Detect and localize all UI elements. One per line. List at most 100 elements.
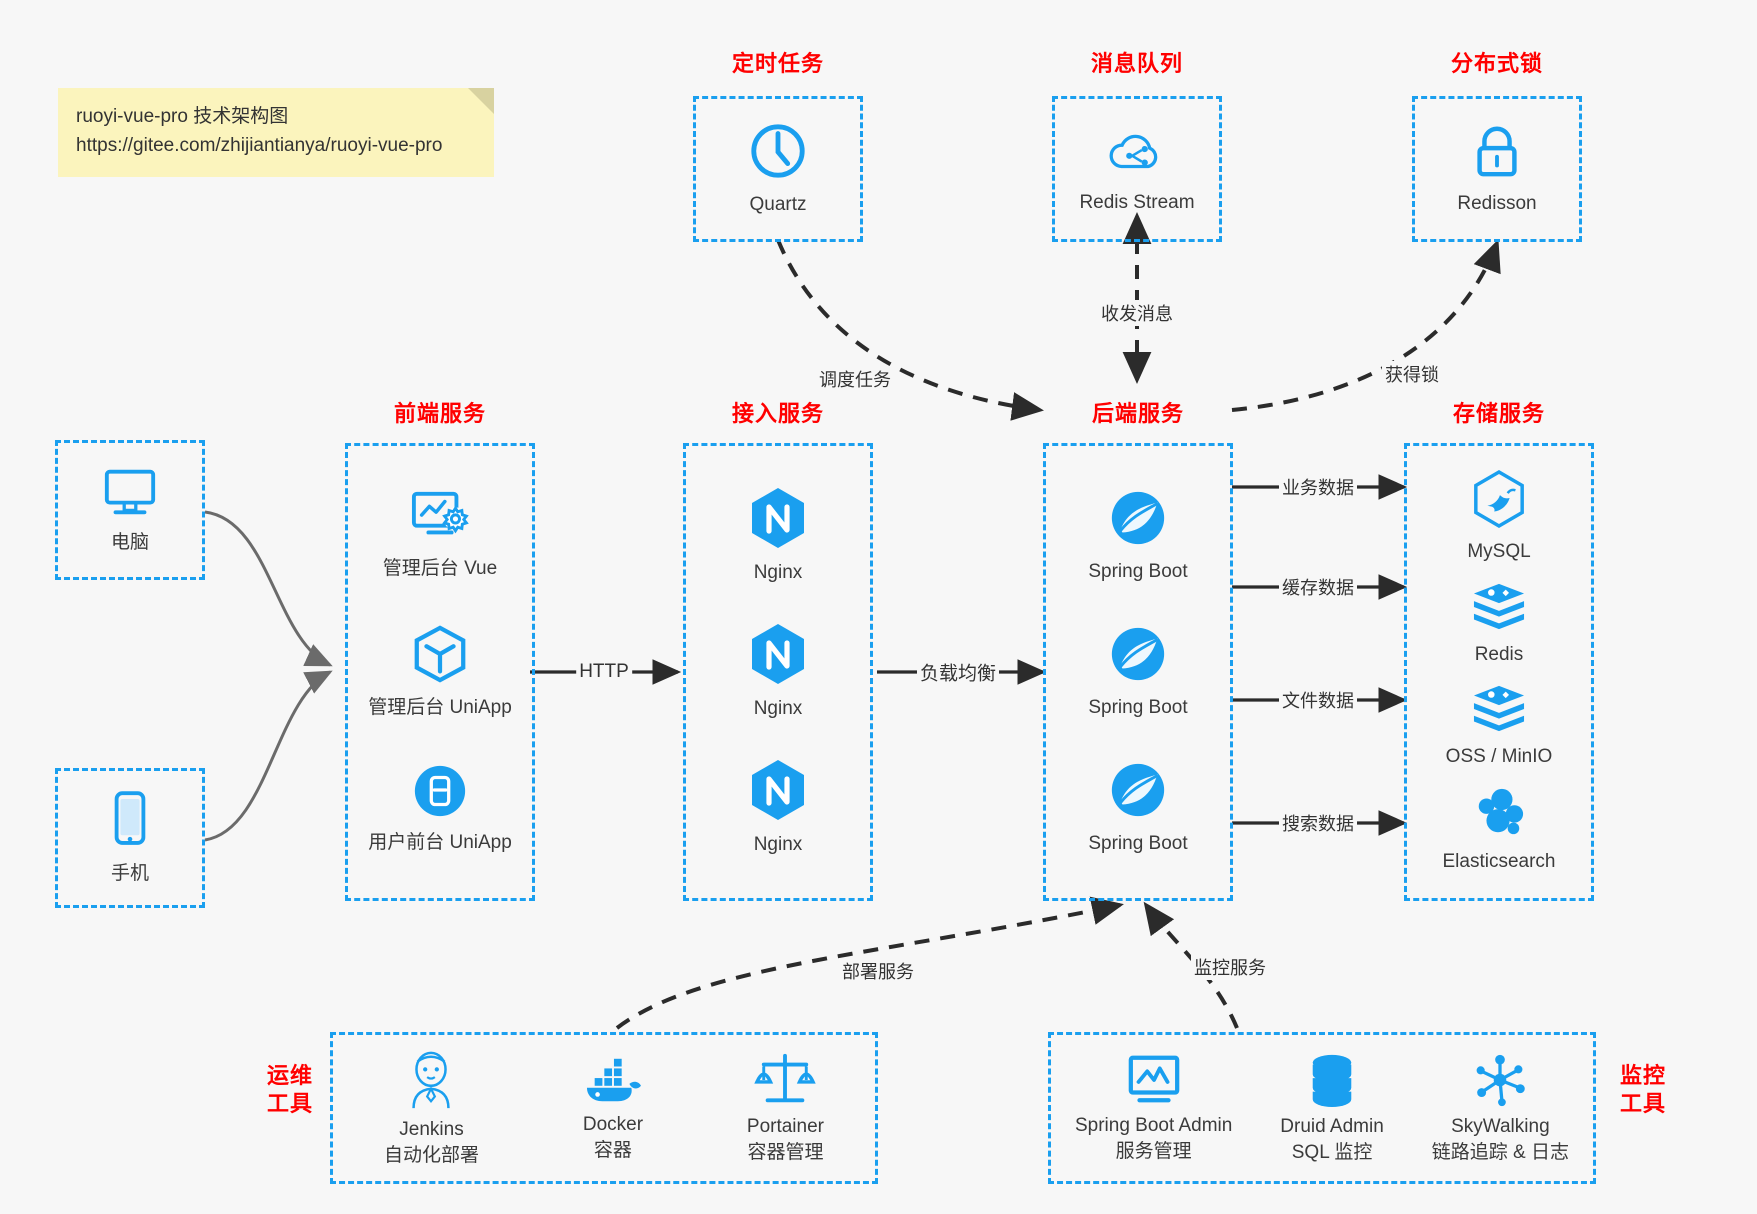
node-oss-minio[interactable]: OSS / MinIO xyxy=(1445,682,1553,770)
mobile-phone-icon xyxy=(108,789,152,856)
node-label: 管理后台 Vue xyxy=(382,558,498,580)
node-label: Redis Stream xyxy=(1079,192,1195,214)
group-box-devops: Jenkins 自动化部署 Docker 容器 xyxy=(330,1032,878,1184)
note-fold-corner xyxy=(468,88,494,114)
group-title-scheduler: 定时任务 xyxy=(731,51,824,76)
group-box-client-desktop: 电脑 xyxy=(55,440,205,580)
spring-boot-icon xyxy=(1107,623,1169,690)
group-box-frontend: 管理后台 Vue 管理后台 UniApp 用户前台 UniApp xyxy=(345,443,535,901)
jenkins-butler-icon xyxy=(400,1048,462,1117)
node-mobile[interactable]: 手机 xyxy=(108,789,152,887)
node-redisson[interactable]: Redisson xyxy=(1457,121,1537,217)
node-label: Redis xyxy=(1474,643,1524,665)
node-nginx-2[interactable]: Nginx xyxy=(749,622,807,722)
node-label: OSS / MinIO xyxy=(1445,746,1553,768)
network-nodes-icon xyxy=(1471,1051,1529,1114)
node-redis-stream[interactable]: Redis Stream xyxy=(1079,122,1195,216)
edge-label-cache: 缓存数据 xyxy=(1279,574,1357,600)
node-label: Quartz xyxy=(749,194,807,216)
group-title-mq: 消息队列 xyxy=(1090,51,1183,76)
group-box-scheduler: Quartz xyxy=(693,96,863,242)
node-name: Druid Admin xyxy=(1280,1115,1384,1137)
group-box-backend: Spring Boot Spring Boot Spring Boot xyxy=(1043,443,1233,901)
node-label: Redisson xyxy=(1457,193,1537,215)
node-label: Spring Boot xyxy=(1088,833,1188,855)
scales-balance-icon xyxy=(754,1051,817,1114)
edge-mobile-to-frontend xyxy=(204,670,333,842)
node-docker[interactable]: Docker 容器 xyxy=(581,1053,645,1163)
group-box-gateway: Nginx Nginx Nginx xyxy=(683,443,873,901)
node-portainer[interactable]: Portainer 容器管理 xyxy=(747,1051,824,1165)
uniapp-cube-icon xyxy=(410,623,470,690)
node-desc: 链路追踪 & 日志 xyxy=(1431,1141,1569,1163)
dashboard-gear-icon xyxy=(409,488,471,551)
padlock-icon xyxy=(1468,121,1526,186)
node-spring-boot-2[interactable]: Spring Boot xyxy=(1088,623,1188,721)
node-quartz[interactable]: Quartz xyxy=(747,120,809,218)
node-desc: 自动化部署 xyxy=(383,1144,479,1166)
node-elasticsearch[interactable]: Elasticsearch xyxy=(1443,785,1556,875)
group-title-lock: 分布式锁 xyxy=(1450,51,1543,76)
node-desktop[interactable]: 电脑 xyxy=(100,464,160,556)
node-spring-boot-3[interactable]: Spring Boot xyxy=(1088,759,1188,857)
group-box-monitoring: Spring Boot Admin 服务管理 Druid Admin SQL 监… xyxy=(1048,1032,1596,1184)
edge-label-load-balance: 负载均衡 xyxy=(916,658,1000,686)
node-name: Spring Boot Admin xyxy=(1074,1114,1233,1136)
edge-label-message: 收发消息 xyxy=(1098,300,1176,326)
node-skywalking[interactable]: SkyWalking 链路追踪 & 日志 xyxy=(1432,1051,1569,1165)
node-label: 电脑 xyxy=(110,532,149,554)
node-mysql[interactable]: MySQL xyxy=(1467,469,1531,565)
node-label: 管理后台 UniApp xyxy=(368,697,512,719)
node-desc: SQL 监控 xyxy=(1291,1141,1373,1163)
nginx-icon xyxy=(749,758,807,827)
nginx-icon xyxy=(749,486,807,555)
node-label: Nginx xyxy=(753,698,803,720)
edge-label-http: HTTP xyxy=(576,661,632,683)
elasticsearch-icon xyxy=(1471,785,1527,844)
mysql-dolphin-icon xyxy=(1471,469,1527,534)
group-title-storage: 存储服务 xyxy=(1452,401,1545,426)
edge-label-monitor: 监控服务 xyxy=(1191,954,1269,980)
group-title-frontend: 前端服务 xyxy=(393,401,486,426)
node-admin-vue[interactable]: 管理后台 Vue xyxy=(383,488,497,582)
monitoring-title-line-1: 监控 xyxy=(1619,1063,1666,1088)
monitoring-title-line-2: 工具 xyxy=(1619,1090,1666,1116)
group-box-client-mobile: 手机 xyxy=(55,768,205,908)
clock-icon xyxy=(747,120,809,187)
node-label: Elasticsearch xyxy=(1442,850,1556,872)
cloud-stream-icon xyxy=(1106,122,1168,185)
devops-title-line-2: 工具 xyxy=(266,1090,313,1116)
redis-stack-icon xyxy=(1470,580,1528,637)
desktop-monitor-icon xyxy=(100,464,160,525)
node-desc: 容器管理 xyxy=(747,1141,824,1163)
node-druid-admin[interactable]: Druid Admin SQL 监控 xyxy=(1280,1051,1384,1165)
node-desc: 容器 xyxy=(593,1139,632,1161)
edge-label-deploy: 部署服务 xyxy=(839,958,917,984)
node-name: SkyWalking xyxy=(1451,1115,1550,1137)
node-redis[interactable]: Redis xyxy=(1470,580,1528,668)
note-line-1: ruoyi-vue-pro 技术架构图 xyxy=(76,106,289,127)
node-user-uniapp[interactable]: 用户前台 UniApp xyxy=(368,762,512,856)
group-box-mq: Redis Stream xyxy=(1052,96,1222,242)
edge-desktop-to-frontend xyxy=(204,510,333,667)
spring-boot-icon xyxy=(1107,759,1169,826)
node-spring-boot-admin[interactable]: Spring Boot Admin 服务管理 xyxy=(1075,1052,1232,1164)
node-label: Nginx xyxy=(753,562,803,584)
edge-label-search: 搜索数据 xyxy=(1279,810,1357,836)
edge-acquire-lock xyxy=(1231,239,1501,412)
node-admin-uniapp[interactable]: 管理后台 UniApp xyxy=(368,623,512,721)
node-label: Spring Boot xyxy=(1088,561,1188,583)
edge-label-business: 业务数据 xyxy=(1279,474,1357,500)
node-spring-boot-1[interactable]: Spring Boot xyxy=(1088,487,1188,585)
docker-whale-icon xyxy=(581,1053,645,1112)
node-nginx-3[interactable]: Nginx xyxy=(749,758,807,858)
node-nginx-1[interactable]: Nginx xyxy=(749,486,807,586)
object-storage-icon xyxy=(1470,682,1528,739)
monitor-chart-icon xyxy=(1124,1052,1184,1113)
node-name: Jenkins xyxy=(399,1118,464,1140)
group-title-backend: 后端服务 xyxy=(1091,401,1184,426)
edge-label-file: 文件数据 xyxy=(1279,687,1357,713)
node-jenkins[interactable]: Jenkins 自动化部署 xyxy=(384,1048,479,1168)
group-title-devops: 运维 工具 xyxy=(255,1062,325,1117)
